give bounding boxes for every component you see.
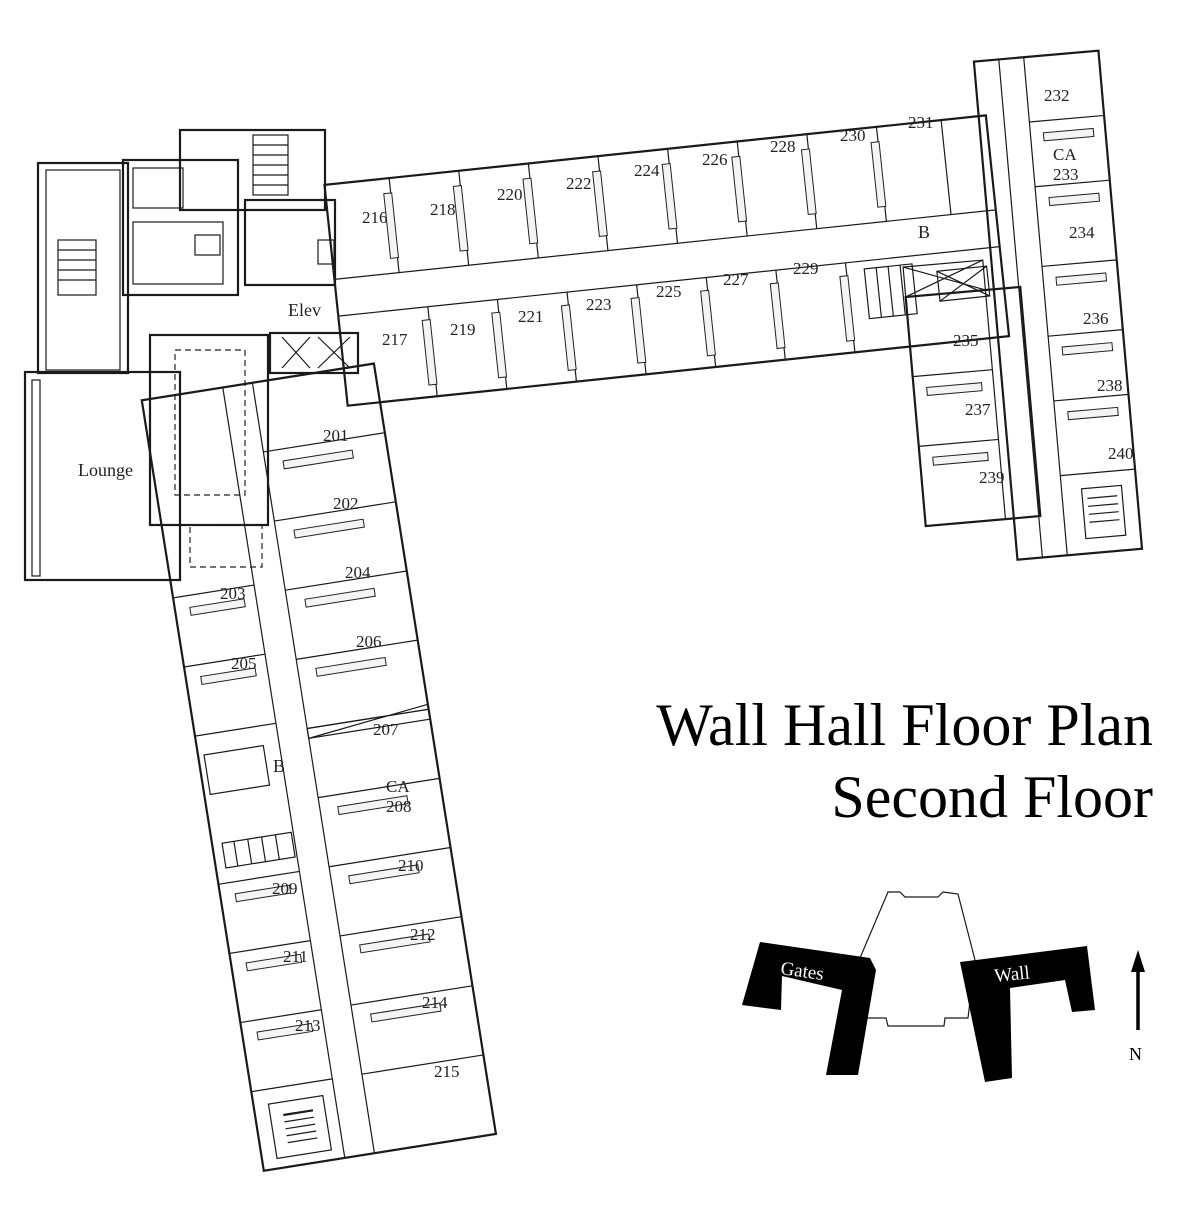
room-232-label: 232	[1044, 86, 1070, 105]
room-221-label: 221	[518, 307, 544, 326]
room-202-label: 202	[333, 494, 359, 513]
north-arrow-icon	[1131, 950, 1145, 972]
room-214-label: 214	[422, 993, 448, 1012]
room-230-label: 230	[840, 126, 866, 145]
room-234-label: 234	[1069, 223, 1095, 242]
center-building-outline	[859, 891, 976, 1027]
room-220-label: 220	[497, 185, 523, 204]
west-block	[23, 128, 360, 582]
room-211-label: 211	[283, 947, 308, 966]
south-wing	[140, 362, 498, 1172]
room-218-label: 218	[430, 200, 456, 219]
east-wing	[972, 49, 1144, 561]
room-216-label: 216	[362, 208, 388, 227]
room-233-label: 233	[1053, 165, 1079, 184]
room-225-label: 225	[656, 282, 682, 301]
lounge-label: Lounge	[78, 460, 133, 480]
room-236-label: 236	[1083, 309, 1109, 328]
room-213-label: 213	[295, 1016, 321, 1035]
room-240-label: 240	[1108, 444, 1134, 463]
room-219-label: 219	[450, 320, 476, 339]
north-wing	[323, 114, 1011, 407]
room-233-ca-label: CA	[1053, 145, 1077, 164]
room-228-label: 228	[770, 137, 796, 156]
room-208-label: 208	[386, 797, 412, 816]
room-231-label: 231	[908, 113, 934, 132]
room-212-label: 212	[410, 925, 436, 944]
room-229-label: 229	[793, 259, 819, 278]
room-224-label: 224	[634, 161, 660, 180]
room-235-label: 235	[953, 331, 979, 350]
wall-building-shape	[960, 946, 1095, 1082]
room-238-label: 238	[1097, 376, 1123, 395]
room-206-label: 206	[356, 632, 382, 651]
floor-plan-subtitle: Second Floor	[831, 764, 1153, 830]
bathroom-south-label: B	[273, 756, 285, 776]
room-223-label: 223	[586, 295, 612, 314]
north-label: N	[1129, 1044, 1142, 1064]
wall-key-label: Wall	[993, 962, 1030, 987]
room-210-label: 210	[398, 856, 424, 875]
room-227-label: 227	[723, 270, 749, 289]
room-226-label: 226	[702, 150, 728, 169]
room-209-label: 209	[272, 879, 298, 898]
gates-building-shape	[742, 942, 876, 1075]
room-208-ca-label: CA	[386, 777, 410, 796]
room-237-label: 237	[965, 400, 991, 419]
floor-plan-title: Wall Hall Floor Plan	[656, 692, 1153, 758]
room-217-label: 217	[382, 330, 408, 349]
room-201-label: 201	[323, 426, 349, 445]
room-203-label: 203	[220, 584, 246, 603]
room-222-label: 222	[566, 174, 592, 193]
east-annex	[902, 259, 1042, 528]
room-215-label: 215	[434, 1062, 460, 1081]
location-key-map: Gates Wall N	[742, 891, 1145, 1082]
room-205-label: 205	[231, 654, 257, 673]
bathroom-east-label: B	[918, 222, 930, 242]
elevator-label: Elev	[288, 300, 321, 320]
room-239-label: 239	[979, 468, 1005, 487]
room-207-label: 207	[373, 720, 399, 739]
room-204-label: 204	[345, 563, 371, 582]
